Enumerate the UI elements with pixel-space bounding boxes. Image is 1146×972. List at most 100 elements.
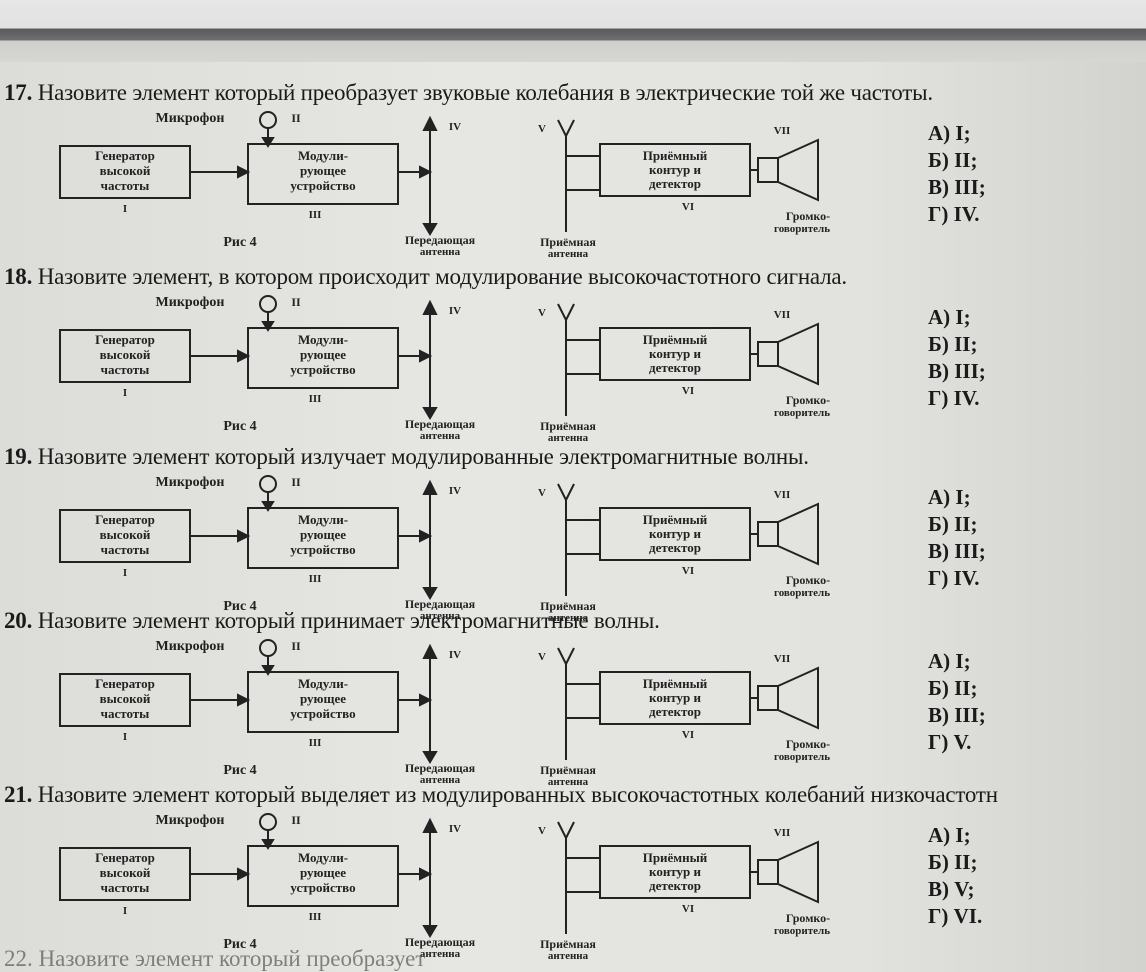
speaker-cone (777, 322, 819, 386)
question-title: 21. Назовите элемент который выделяет из… (4, 782, 998, 808)
option-b[interactable]: Б) II; (928, 850, 978, 874)
figure-caption: Рис 4 (223, 937, 256, 952)
option-a[interactable]: А) I; (928, 485, 971, 509)
modulator-block (247, 143, 399, 205)
option-a[interactable]: А) I; (928, 823, 971, 847)
option-b[interactable]: Б) II; (928, 512, 978, 536)
receiver-number: VI (682, 565, 694, 577)
tx-antenna-number: IV (449, 121, 461, 133)
receiver-label-1: Приёмный (643, 332, 708, 347)
modulator-label-3: устройство (290, 880, 355, 895)
speaker-number: VII (774, 653, 791, 665)
option-c[interactable]: В) V; (928, 877, 975, 901)
question-number: 21. (4, 782, 33, 807)
receiver-label-3: детектор (649, 704, 701, 719)
question-title: 20. Назовите элемент который принимает э… (4, 608, 660, 634)
receiver-number: VI (682, 385, 694, 397)
tx-antenna-bottom-arrow (422, 925, 438, 938)
modulator-label-3: устройство (290, 542, 355, 557)
generator-label-1: Генератор (95, 512, 155, 527)
option-c[interactable]: В) III; (928, 703, 986, 727)
answer-options: А) I; Б) II; В) III; Г) IV. (928, 484, 1048, 592)
modulator-label-1: Модули- (298, 850, 348, 865)
gen-to-mod-arrow (237, 165, 251, 179)
tx-antenna-top-arrow (422, 817, 438, 833)
mod-to-antenna-arrow (419, 349, 433, 363)
microphone-number: II (291, 475, 301, 489)
speaker-icon (757, 685, 779, 711)
rx-antenna-mark: V (538, 487, 546, 499)
microphone-label: Микрофон (156, 475, 225, 490)
receiver-label-2: контур и (649, 526, 702, 541)
question-title: 19. Назовите элемент который излучает мо… (4, 444, 809, 470)
receiver-label-2: контур и (649, 690, 702, 705)
generator-label-2: высокой (100, 347, 151, 362)
option-d[interactable]: Г) VI. (928, 904, 983, 928)
rx-antenna-fork (557, 647, 575, 667)
modulator-number: III (309, 209, 322, 221)
modulator-label-3: устройство (290, 362, 355, 377)
tx-antenna-number: IV (449, 485, 461, 497)
modulator-number: III (309, 393, 322, 405)
receiver-label-1: Приёмный (643, 676, 708, 691)
speaker-cone (777, 502, 819, 566)
option-a[interactable]: А) I; (928, 649, 971, 673)
figure-caption: Рис 4 (223, 419, 256, 434)
tx-antenna-top-arrow (422, 643, 438, 659)
receiver-number: VI (682, 201, 694, 213)
microphone-label: Микрофон (156, 111, 225, 126)
rx-antenna-label-2: антенна (548, 776, 589, 786)
generator-label-2: высокой (100, 691, 151, 706)
option-c[interactable]: В) III; (928, 359, 986, 383)
question-number: 22. (4, 946, 33, 971)
speaker-label-1: Громко- (786, 209, 830, 223)
question-title: 18. Назовите элемент, в котором происход… (4, 264, 847, 290)
option-d[interactable]: Г) IV. (928, 202, 980, 226)
tx-antenna-label-2: антенна (420, 610, 461, 622)
generator-label-2: высокой (100, 865, 151, 880)
generator-label-3: частоты (101, 178, 150, 193)
tx-antenna-label-2: антенна (420, 430, 461, 442)
speaker-cone (777, 138, 819, 202)
speaker-label-1: Громко- (786, 911, 830, 925)
speaker-icon (757, 521, 779, 547)
microphone-number: II (291, 111, 301, 125)
option-b[interactable]: Б) II; (928, 148, 978, 172)
microphone-number: II (291, 295, 301, 309)
option-a[interactable]: А) I; (928, 121, 971, 145)
option-d[interactable]: Г) V. (928, 730, 972, 754)
option-b[interactable]: Б) II; (928, 332, 978, 356)
microphone-number: II (291, 813, 301, 827)
tx-antenna-bottom-arrow (422, 587, 438, 600)
microphone-icon (259, 295, 277, 313)
rx-antenna-label-2: антенна (548, 950, 589, 960)
answer-options: А) I; Б) II; В) III; Г) V. (928, 648, 1048, 756)
tx-antenna-label-1: Передающая (405, 761, 476, 775)
option-b[interactable]: Б) II; (928, 676, 978, 700)
modulator-number: III (309, 737, 322, 749)
receiver-label-2: контур и (649, 162, 702, 177)
option-d[interactable]: Г) IV. (928, 566, 980, 590)
speaker-icon (757, 157, 779, 183)
option-d[interactable]: Г) IV. (928, 386, 980, 410)
tx-antenna-number: IV (449, 649, 461, 661)
question-number: 19. (4, 444, 33, 469)
modulator-label-1: Модули- (298, 332, 348, 347)
tx-antenna-label-2: антенна (420, 948, 461, 960)
rx-antenna-label-1: Приёмная (540, 937, 596, 951)
rx-antenna-label-2: антенна (548, 432, 589, 442)
question-text: Назовите элемент который преобразует (38, 946, 426, 971)
generator-number: I (123, 567, 127, 579)
option-c[interactable]: В) III; (928, 175, 986, 199)
option-a[interactable]: А) I; (928, 305, 971, 329)
scheme-lines (59, 111, 819, 236)
speaker-number: VII (774, 309, 791, 321)
gen-to-mod-arrow (237, 867, 251, 881)
generator-number: I (123, 203, 127, 215)
rx-antenna-label-1: Приёмная (540, 599, 596, 613)
rx-antenna-label-1: Приёмная (540, 763, 596, 777)
mic-arrow (261, 839, 275, 850)
option-c[interactable]: В) III; (928, 539, 986, 563)
